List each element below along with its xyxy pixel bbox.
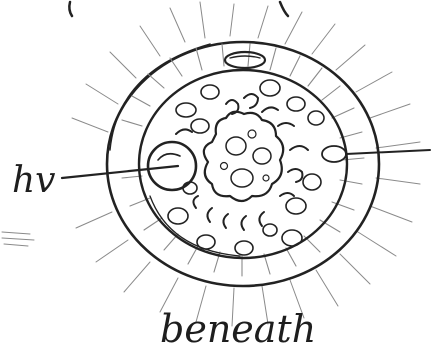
label-hv: hv [12,160,56,201]
left-hatch-marks [2,232,34,246]
label-beneath: beneath [160,307,316,351]
left-vesicle [62,142,196,190]
top-stray-strokes [69,2,288,16]
radiating-rays [72,2,420,326]
nucleus [204,112,283,201]
top-wall-body [225,52,265,68]
granules [168,80,324,255]
